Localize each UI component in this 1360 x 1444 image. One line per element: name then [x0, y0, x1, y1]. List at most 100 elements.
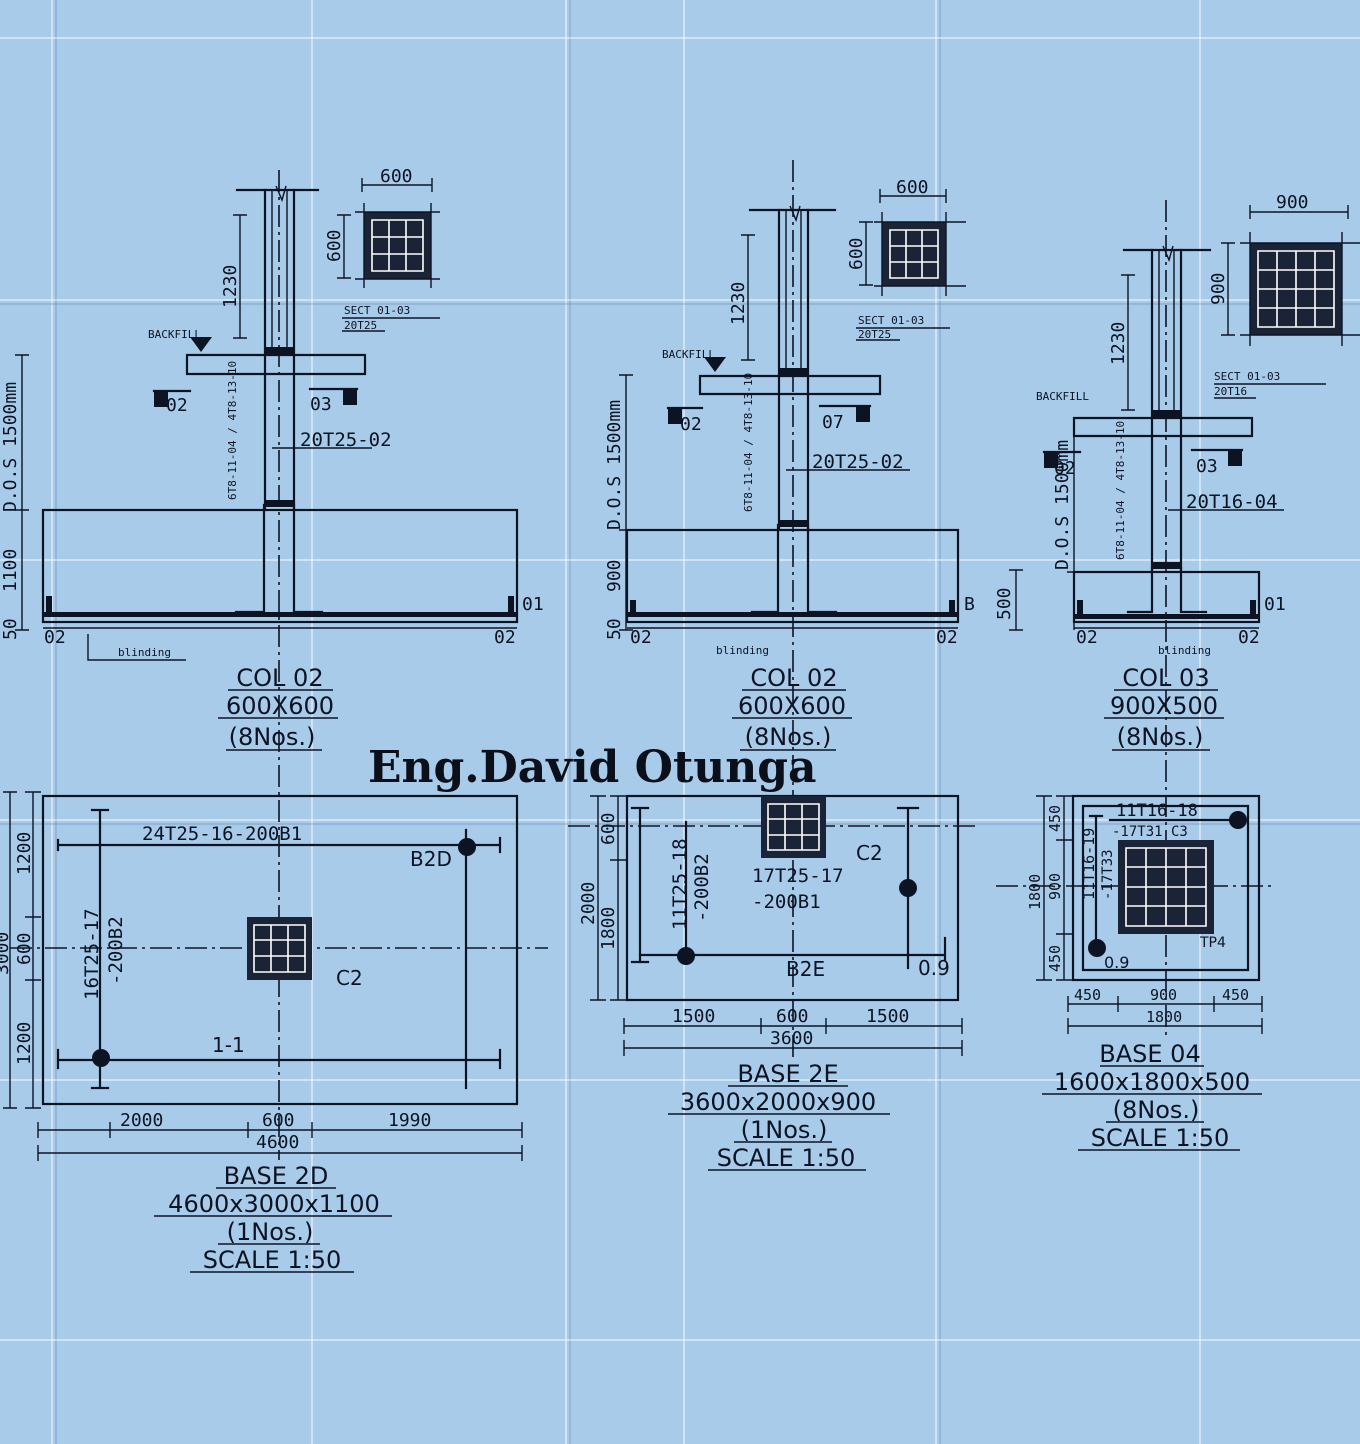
plan-2-label-cut: 0.9	[918, 956, 950, 980]
plan-3-rebar-h: 11T16-18	[1116, 801, 1198, 821]
plan-1-scale: SCALE 1:50	[203, 1246, 341, 1274]
watermark-text: Eng.David Otunga	[368, 742, 817, 793]
section-2-label-right: 07	[822, 412, 844, 433]
section-1-label-side: 01	[522, 594, 544, 615]
column-section-3	[1042, 200, 1360, 1040]
plan-2-dim-h-2: 600	[776, 1006, 809, 1027]
plan-1-rebar-v: 16T25-17	[81, 908, 103, 1000]
section-1-label-left: 02	[166, 395, 188, 416]
section-1-top-label: BACKFILL	[148, 328, 201, 341]
section-1-label-blind: 02	[44, 627, 66, 648]
plan-3-label-b: TP4	[1199, 935, 1226, 951]
plan-2-rebar-h2: -200B1	[752, 891, 821, 913]
plan-1-texts: 24T25-16-200B1 16T25-17 -200B2 B2D C2 1-…	[0, 823, 452, 1274]
plan-3-rebar-v2: -17T33	[1100, 849, 1116, 900]
section-2-sec-sub: 20T25	[858, 328, 891, 341]
plan-1-label-cut: 1-1	[212, 1033, 245, 1057]
section-2-dim-section-v: 600	[846, 237, 867, 270]
plan-1-title: BASE 2D	[224, 1162, 329, 1190]
section-3-label-blind: 02	[1076, 627, 1098, 648]
section-2-dim-depth: D.O.S 1500mm	[604, 400, 625, 530]
plan-2-dim-v-1: 600	[598, 812, 619, 845]
plan-1-count: (1Nos.)	[227, 1218, 314, 1246]
plan-3-count: (8Nos.)	[1113, 1096, 1200, 1124]
section-2-dim-section: 600	[896, 177, 929, 198]
plan-1-rebar-h: 24T25-16-200B1	[142, 823, 302, 845]
plan-3-dim-h-2: 900	[1150, 986, 1177, 1004]
plan-2-count: (1Nos.)	[741, 1116, 828, 1144]
section-3-dim-column: 1230	[1108, 322, 1129, 365]
plan-1-total-h: 4600	[256, 1132, 299, 1153]
plan-2-rebar-v: 11T25-18	[669, 838, 691, 930]
section-3-dim-section-v: 900	[1208, 272, 1229, 305]
section-2-dim-base: 900	[604, 559, 625, 592]
section-3-texts: 900 900 SECT 01-03 20T16 1230 BACKFILL 0…	[1036, 192, 1309, 751]
section-2-dim-column: 1230	[728, 282, 749, 325]
section-2-label-left: 02	[680, 414, 702, 435]
plan-3-dim-v-2: 900	[1046, 873, 1064, 900]
section-1-dim-section: 600	[380, 166, 413, 187]
section-3-size: 900X500	[1110, 692, 1218, 720]
plan-2-dim-h-3: 1500	[866, 1006, 909, 1027]
section-3-dim-depth: D.O.S 1500mm	[1052, 440, 1073, 570]
section-2-stirrups: 6T8-11-04 / 4T8-13-10	[742, 373, 755, 512]
plan-2-total-h: 3600	[770, 1028, 813, 1049]
plan-3-dim-v-1: 450	[1046, 805, 1064, 832]
section-1-dim-column: 1230	[220, 265, 241, 308]
plan-2-total-v: 2000	[578, 882, 599, 925]
plan-3-scale: SCALE 1:50	[1091, 1124, 1229, 1152]
section-1-sec-note: SECT 01-03	[344, 304, 410, 317]
section-2-label-extra: 500	[994, 587, 1015, 620]
section-3-label-side: 01	[1264, 594, 1286, 615]
plan-1-dim-h-3: 1990	[388, 1110, 431, 1131]
section-1-title: COL 02	[236, 664, 323, 692]
section-1-dim-section-v: 600	[324, 229, 345, 262]
plan-1-label-b: B2D	[410, 847, 452, 871]
section-2-texts: 600 600 SECT 01-03 20T25 1230 BACKFILL 0…	[604, 177, 1015, 751]
section-1-label-blind-r: 02	[494, 627, 516, 648]
section-1-dim-depth: D.O.S 1500mm	[0, 382, 21, 512]
section-3-rebar: 20T16-04	[1186, 491, 1278, 513]
section-1-label-right: 03	[310, 394, 332, 415]
section-1-note: blinding	[118, 646, 171, 659]
plan-1-dim-v-1: 1200	[14, 832, 35, 875]
section-1-texts: 600 600 SECT 01-03 20T25 1230 BACKFILL 0…	[0, 166, 544, 751]
section-2-rebar: 20T25-02	[812, 451, 904, 473]
section-1-dim-blind: 50	[0, 618, 21, 640]
column-section-2	[619, 160, 1023, 1060]
section-3-label-blind-r: 02	[1238, 627, 1260, 648]
section-1-rebar: 20T25-02	[300, 429, 392, 451]
section-1-count: (8Nos.)	[229, 723, 316, 751]
plan-2-label-c: C2	[856, 841, 883, 865]
plan-3-dim-h-3: 450	[1222, 986, 1249, 1004]
section-3-label-left: 02	[1054, 458, 1076, 479]
section-3-title: COL 03	[1122, 664, 1209, 692]
section-1-stirrups: 6T8-11-04 / 4T8-13-10	[226, 361, 239, 500]
section-3-label-right: 03	[1196, 456, 1218, 477]
plan-2-rebar-h: 17T25-17	[752, 865, 844, 887]
plan-3-label-cut: 0.9	[1104, 953, 1129, 972]
section-3-dim-section: 900	[1276, 192, 1309, 213]
section-2-count: (8Nos.)	[745, 723, 832, 751]
plan-2-rebar-v2: -200B2	[691, 853, 713, 922]
plan-3-rebar-v: 11T16-19	[1080, 828, 1098, 900]
section-2-note: blinding	[716, 644, 769, 657]
section-3-stirrups: 6T8-11-04 / 4T8-13-10	[1114, 421, 1127, 560]
section-2-label-side: B	[964, 594, 975, 615]
plan-2-dim-h-1: 1500	[672, 1006, 715, 1027]
section-1-size: 600X600	[226, 692, 334, 720]
plan-3-dim-v-3: 450	[1046, 945, 1064, 972]
plan-2-size: 3600x2000x900	[680, 1088, 876, 1116]
plan-1-total-v: 3000	[0, 932, 13, 975]
section-1-dim-base: 1100	[0, 549, 21, 592]
plan-3-total-h: 1800	[1146, 1008, 1182, 1026]
plan-3-size: 1600x1800x500	[1054, 1068, 1250, 1096]
section-2-dim-blind: 50	[604, 618, 625, 640]
section-2-label-blind: 02	[630, 627, 652, 648]
plan-2-texts: 17T25-17 -200B1 11T25-18 -200B2 C2 B2E 0…	[578, 812, 950, 1172]
plan-1-rebar-v2: -200B2	[105, 916, 127, 985]
plan-2-dim-v-2: 1800	[598, 907, 619, 950]
plan-1-dim-v-3: 1200	[14, 1022, 35, 1065]
